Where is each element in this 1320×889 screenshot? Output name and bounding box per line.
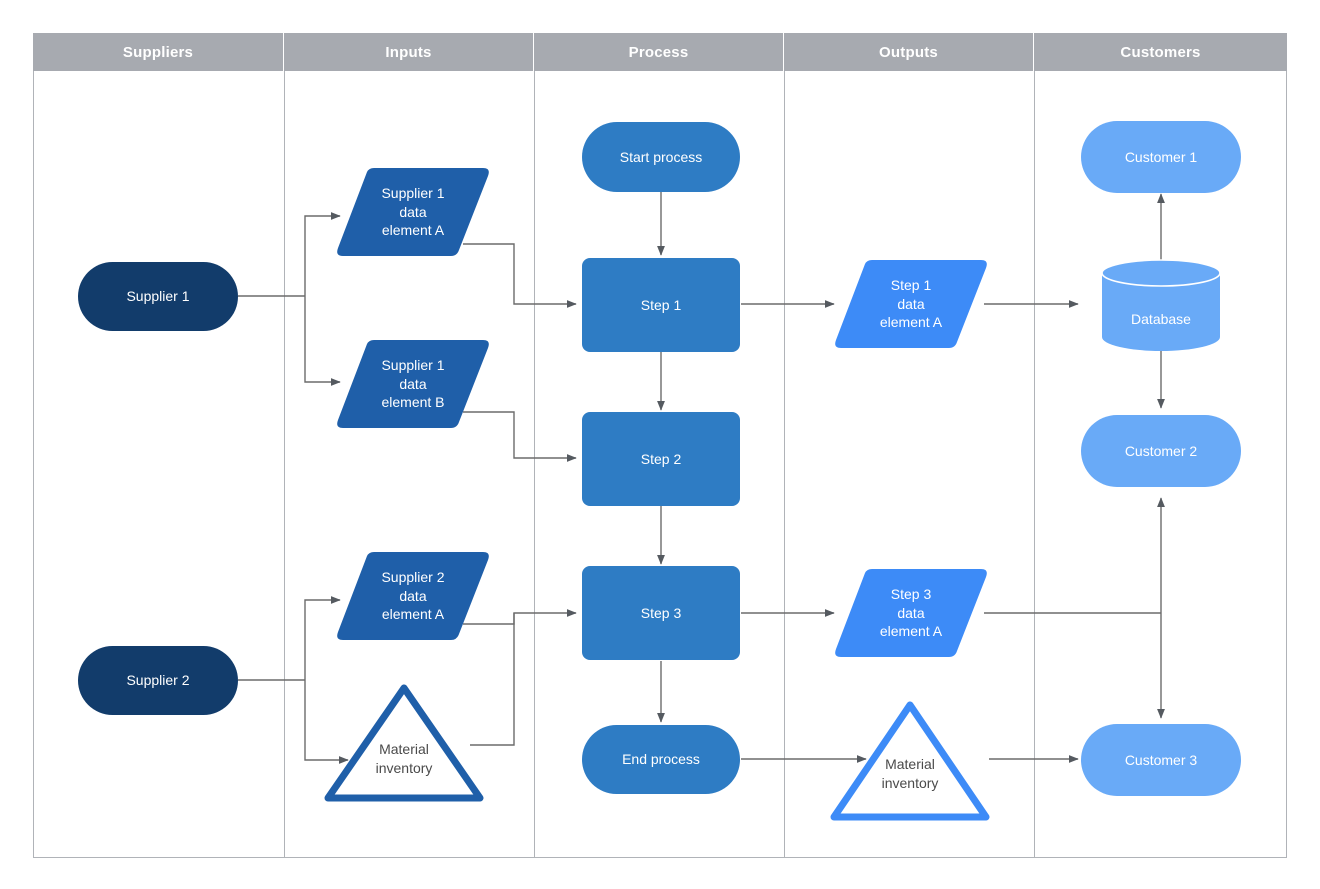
node-start-process-label: Start process <box>619 148 703 165</box>
node-supplier-2-label: Supplier 2 <box>126 672 190 689</box>
node-customer-1-label: Customer 1 <box>1124 148 1198 165</box>
column-header-inputs-label: Inputs <box>385 43 432 61</box>
node-step-2-label: Step 2 <box>640 450 682 467</box>
node-input-s2-a[interactable]: Supplier 2 data element A <box>333 550 493 642</box>
node-output-step1-a-shape <box>835 260 987 348</box>
node-input-s1-a-shape <box>337 168 489 256</box>
node-step-3-label: Step 3 <box>640 604 682 621</box>
node-supplier-2[interactable]: Supplier 2 <box>78 646 238 715</box>
sipoc-header-row: Suppliers Inputs Process Outputs Custome… <box>33 33 1287 71</box>
node-input-s1-a[interactable]: Supplier 1 data element A <box>333 166 493 258</box>
column-header-outputs[interactable]: Outputs <box>784 33 1034 71</box>
column-header-inputs[interactable]: Inputs <box>284 33 534 71</box>
node-output-step1-a[interactable]: Step 1 data element A <box>831 258 991 350</box>
node-step-2[interactable]: Step 2 <box>582 412 740 506</box>
node-output-step3-a[interactable]: Step 3 data element A <box>831 567 991 659</box>
column-divider-suppliers-inputs <box>284 71 285 858</box>
column-header-customers-label: Customers <box>1120 43 1201 61</box>
node-database[interactable]: Database <box>1100 259 1222 351</box>
node-step-1-label: Step 1 <box>640 296 682 313</box>
node-customer-3[interactable]: Customer 3 <box>1081 724 1241 796</box>
node-input-s1-b[interactable]: Supplier 1 data element B <box>333 338 493 430</box>
node-customer-1[interactable]: Customer 1 <box>1081 121 1241 193</box>
column-header-suppliers[interactable]: Suppliers <box>33 33 284 71</box>
node-output-material-inventory-shape <box>830 701 990 821</box>
column-divider-outputs-customers <box>1034 71 1035 858</box>
node-input-s1-b-shape <box>337 340 489 428</box>
column-header-process-label: Process <box>628 43 689 61</box>
node-input-material-inventory-shape <box>324 684 484 802</box>
node-supplier-1-label: Supplier 1 <box>126 288 190 305</box>
node-end-process[interactable]: End process <box>582 725 740 794</box>
node-end-process-label: End process <box>622 751 700 768</box>
column-divider-inputs-process <box>534 71 535 858</box>
column-header-outputs-label: Outputs <box>879 43 938 61</box>
column-header-process[interactable]: Process <box>534 33 784 71</box>
node-output-material-inventory[interactable]: Material inventory <box>826 697 994 825</box>
node-input-material-inventory[interactable]: Material inventory <box>320 680 488 806</box>
node-step-1[interactable]: Step 1 <box>582 258 740 352</box>
node-supplier-1[interactable]: Supplier 1 <box>78 262 238 331</box>
node-database-shape <box>1101 259 1221 351</box>
node-step-3[interactable]: Step 3 <box>582 566 740 660</box>
node-customer-2-label: Customer 2 <box>1124 442 1198 459</box>
node-customer-2[interactable]: Customer 2 <box>1081 415 1241 487</box>
node-input-s2-a-shape <box>337 552 489 640</box>
column-divider-process-outputs <box>784 71 785 858</box>
node-output-step3-a-shape <box>835 569 987 657</box>
column-header-customers[interactable]: Customers <box>1034 33 1287 71</box>
node-start-process[interactable]: Start process <box>582 122 740 192</box>
column-header-suppliers-label: Suppliers <box>122 43 194 61</box>
node-customer-3-label: Customer 3 <box>1124 751 1198 768</box>
